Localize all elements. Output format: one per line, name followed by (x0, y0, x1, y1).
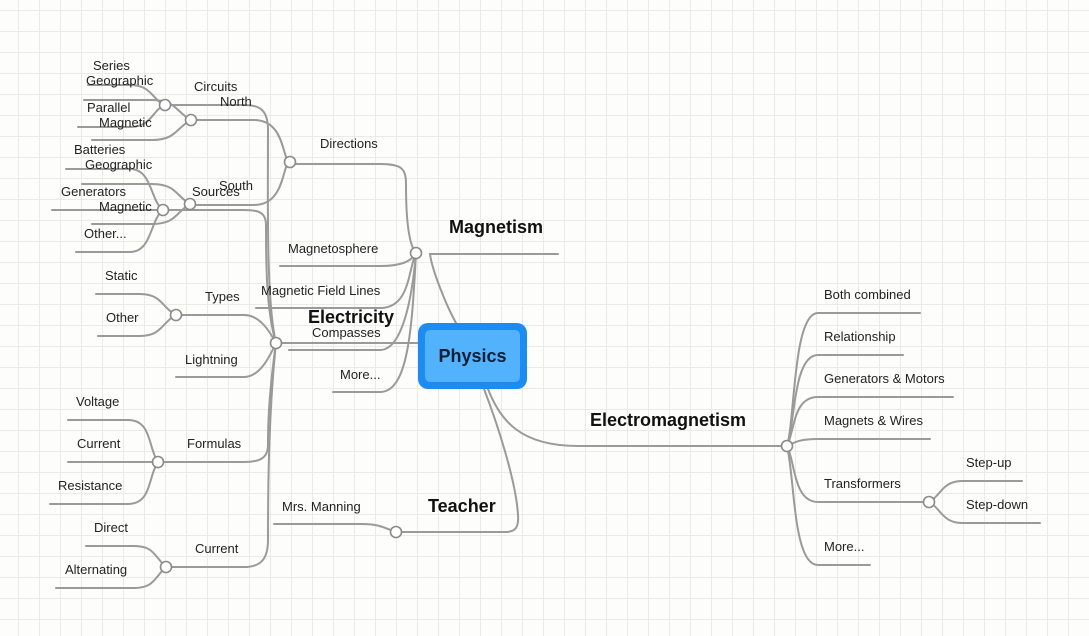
node-step-up[interactable]: Step-up (966, 455, 1012, 470)
node-voltage[interactable]: Voltage (76, 394, 119, 409)
connector-electricity-sources (162, 209, 277, 344)
collapse-toggle-sources[interactable] (156, 203, 170, 217)
connector-magnetism-more (332, 252, 417, 393)
collapse-toggle-electricity[interactable] (269, 336, 283, 350)
topic-electromagnetism[interactable]: Electromagnetism (590, 410, 746, 430)
node-north-geographic[interactable]: Geographic (86, 73, 154, 88)
connector-em-magnets (786, 438, 931, 447)
node-types-other[interactable]: Other (106, 310, 139, 325)
node-alternating[interactable]: Alternating (65, 562, 127, 577)
collapse-toggle-formulas[interactable] (151, 455, 165, 469)
node-lightning[interactable]: Lightning (185, 352, 238, 367)
node-directions[interactable]: Directions (320, 136, 378, 151)
node-magnetosphere[interactable]: Magnetosphere (288, 241, 378, 256)
node-static[interactable]: Static (105, 268, 138, 283)
node-magnetic-field-lines[interactable]: Magnetic Field Lines (261, 283, 381, 298)
node-formulas[interactable]: Formulas (187, 436, 242, 451)
node-south-geographic[interactable]: Geographic (85, 157, 153, 172)
connector-root-electromagnetism (487, 388, 788, 447)
node-north-magnetic[interactable]: Magnetic (99, 115, 152, 130)
connector-em-generators (786, 396, 954, 447)
node-step-down[interactable]: Step-down (966, 497, 1028, 512)
connector-electricity-circuits (164, 104, 277, 344)
collapse-toggle-electromagnetism[interactable] (780, 439, 794, 453)
collapse-toggle-current[interactable] (159, 560, 173, 574)
node-generators-motors[interactable]: Generators & Motors (824, 371, 945, 386)
node-north[interactable]: North (220, 94, 252, 109)
node-both-combined[interactable]: Both combined (824, 287, 911, 302)
node-series[interactable]: Series (93, 58, 130, 73)
node-sources[interactable]: Sources (192, 184, 240, 199)
node-circuits[interactable]: Circuits (194, 79, 238, 94)
node-relationship[interactable]: Relationship (824, 329, 896, 344)
topic-magnetism[interactable]: Magnetism (449, 217, 543, 237)
connector-em-more (786, 445, 871, 566)
connector-root-magnetism (428, 253, 559, 324)
node-formula-current[interactable]: Current (77, 436, 121, 451)
topic-electricity[interactable]: Electricity (308, 307, 394, 327)
node-electromagnetism-more[interactable]: More... (824, 539, 864, 554)
node-transformers[interactable]: Transformers (824, 476, 901, 491)
collapse-toggle-magnetism[interactable] (409, 246, 423, 260)
collapse-toggle-north[interactable] (184, 113, 198, 127)
connector-em-relationship (786, 354, 904, 447)
node-parallel[interactable]: Parallel (87, 100, 130, 115)
connector-directions-north (190, 119, 291, 163)
node-generators[interactable]: Generators (61, 184, 127, 199)
node-magnetism-more[interactable]: More... (340, 367, 380, 382)
node-types[interactable]: Types (205, 289, 240, 304)
branch-toggles (151, 98, 936, 574)
node-direct[interactable]: Direct (94, 520, 128, 535)
collapse-toggle-south[interactable] (183, 197, 197, 211)
connector-electricity-types (175, 314, 277, 344)
collapse-toggle-types[interactable] (169, 308, 183, 322)
node-south[interactable]: South (219, 178, 253, 193)
connector-root-teacher (395, 388, 520, 533)
node-compasses[interactable]: Compasses (312, 325, 381, 340)
connector-magnetism-fieldlines (255, 252, 417, 309)
central-topic-label: Physics (425, 330, 520, 382)
node-sources-other[interactable]: Other... (84, 226, 127, 241)
topic-teacher[interactable]: Teacher (428, 496, 496, 516)
node-south-magnetic[interactable]: Magnetic (99, 199, 152, 214)
node-current[interactable]: Current (195, 541, 239, 556)
node-magnets-wires[interactable]: Magnets & Wires (824, 413, 923, 428)
connector-electricity-current (165, 342, 277, 568)
node-batteries[interactable]: Batteries (74, 142, 126, 157)
central-topic-physics[interactable]: Physics (418, 323, 527, 389)
collapse-toggle-transformers[interactable] (922, 495, 936, 509)
node-resistance[interactable]: Resistance (58, 478, 122, 493)
node-mrs-manning[interactable]: Mrs. Manning (282, 499, 361, 514)
collapse-toggle-circuits[interactable] (158, 98, 172, 112)
connector-em-transformers (786, 445, 930, 503)
connector-teacher-manning (273, 523, 397, 533)
collapse-toggle-teacher[interactable] (389, 525, 403, 539)
collapse-toggle-directions[interactable] (283, 155, 297, 169)
connector-magnetism-directions (289, 163, 417, 254)
connector-electricity-formulas (157, 342, 277, 463)
